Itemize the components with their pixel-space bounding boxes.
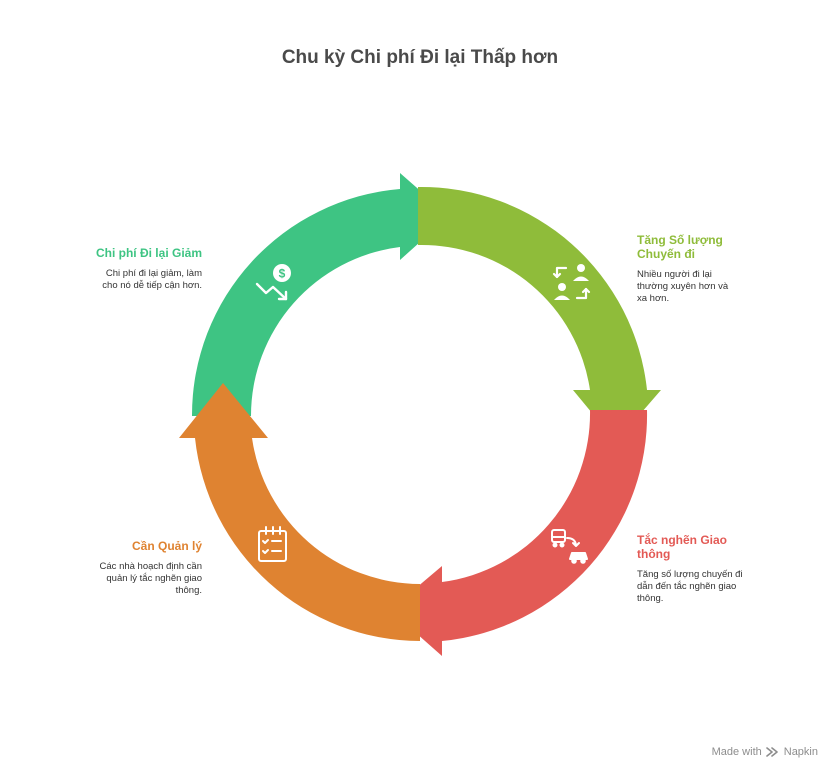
arrow-segment-management [179,383,420,641]
step-congestion: Tắc nghẽn Giao thông Tăng số lượng chuyế… [637,533,747,605]
step-heading: Cần Quản lý [131,539,202,553]
step-heading: Tắc nghẽn Giao thông [637,533,728,561]
arrow-segment-congestion [390,410,648,656]
step-cost-decrease: Chi phí Đi lại Giảm Chi phí đi lại giảm,… [50,246,202,292]
napkin-logo-icon [765,747,778,757]
people-exchange-icon [552,264,591,300]
checklist-icon [258,526,287,562]
step-management: Cần Quản lý Các nhà hoạch định cần quản … [92,539,202,597]
step-description: Nhiều người đi lại thường xuyên hơn và x… [637,269,729,304]
traffic-vehicles-icon [551,529,588,564]
napkin-brand: Napkin [783,746,818,758]
napkin-watermark: Made with Napkin [712,746,818,758]
diagram-title: Chu kỳ Chi phí Đi lại Thấp hơn [281,47,559,68]
step-more-trips: Tăng Số lượng Chuyến đi Nhiều người đi l… [637,233,747,305]
arrow-segment-more-trips [418,186,661,442]
step-description: Tăng số lượng chuyến đi dẫn đến tắc nghẽ… [637,569,743,604]
arrow-segment-cost-decrease [191,173,450,416]
step-heading: Chi phí Đi lại Giảm [95,246,202,260]
step-description: Chi phí đi lại giảm, làm cho nó dễ tiếp … [102,268,202,291]
dollar-down-trend-icon: $ [255,264,291,301]
svg-text:$: $ [279,267,286,281]
step-description: Các nhà hoạch định cần quản lý tắc nghẽn… [99,561,202,596]
step-heading: Tăng Số lượng Chuyến đi [637,233,723,261]
made-with-text: Made with [711,746,762,758]
